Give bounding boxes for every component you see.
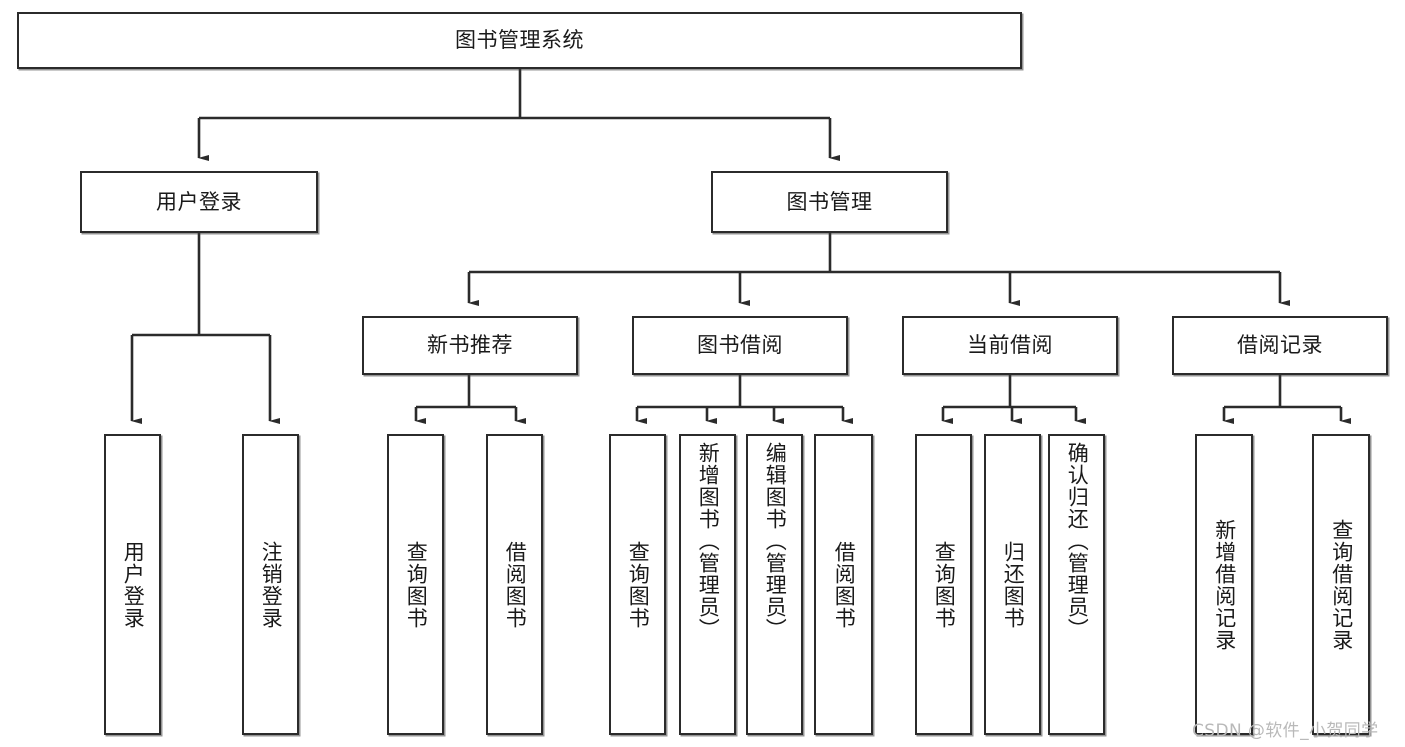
node-label: 归还图书 bbox=[1001, 540, 1026, 629]
node-user-login[interactable]: 用户登录 bbox=[80, 171, 318, 233]
node-label: 新增借阅记录 bbox=[1212, 518, 1237, 651]
node-leaf-confirm-return-admin[interactable]: 确认归还（管理员） bbox=[1048, 434, 1105, 735]
node-leaf-add-book-admin[interactable]: 新增图书（管理员） bbox=[679, 434, 736, 735]
node-current-borrow[interactable]: 当前借阅 bbox=[902, 316, 1118, 375]
node-label: 查询借阅记录 bbox=[1329, 518, 1354, 651]
node-borrow-record[interactable]: 借阅记录 bbox=[1172, 316, 1388, 375]
node-root-system[interactable]: 图书管理系统 bbox=[17, 12, 1022, 69]
edge-current-borrow-to-leaves bbox=[941, 375, 1086, 424]
node-label: 注销登录 bbox=[259, 540, 284, 629]
node-label: 确认归还（管理员） bbox=[1065, 442, 1090, 640]
node-leaf-query-book-borrow[interactable]: 查询图书 bbox=[609, 434, 666, 735]
node-label: 查询图书 bbox=[626, 540, 651, 629]
node-label: 借阅图书 bbox=[832, 540, 857, 629]
node-leaf-user-login[interactable]: 用户登录 bbox=[104, 434, 161, 735]
node-book-management[interactable]: 图书管理 bbox=[711, 171, 948, 233]
node-leaf-borrow-book-recommend[interactable]: 借阅图书 bbox=[486, 434, 543, 735]
edge-user-login-to-leaves bbox=[130, 233, 280, 424]
node-leaf-query-book-current[interactable]: 查询图书 bbox=[915, 434, 972, 735]
node-label: 当前借阅 bbox=[967, 333, 1053, 358]
node-label: 借阅图书 bbox=[503, 540, 528, 629]
node-label: 用户登录 bbox=[121, 540, 146, 629]
edge-root-to-level2 bbox=[197, 69, 840, 161]
node-label: 新增图书（管理员） bbox=[696, 442, 721, 640]
node-leaf-add-borrow-record[interactable]: 新增借阅记录 bbox=[1195, 434, 1253, 735]
node-leaf-edit-book-admin[interactable]: 编辑图书（管理员） bbox=[746, 434, 803, 735]
node-leaf-user-logout[interactable]: 注销登录 bbox=[242, 434, 299, 735]
node-label: 查询图书 bbox=[404, 540, 429, 629]
node-label: 新书推荐 bbox=[427, 333, 513, 358]
edge-book-borrow-to-leaves bbox=[635, 375, 853, 424]
edge-borrow-record-to-leaves bbox=[1222, 375, 1351, 424]
node-label: 图书管理系统 bbox=[455, 28, 584, 53]
node-label: 用户登录 bbox=[156, 189, 242, 214]
node-leaf-query-book-recommend[interactable]: 查询图书 bbox=[387, 434, 444, 735]
node-new-book-recommend[interactable]: 新书推荐 bbox=[362, 316, 578, 375]
node-leaf-query-borrow-record[interactable]: 查询借阅记录 bbox=[1312, 434, 1370, 735]
edge-new-book-recommend-to-leaves bbox=[414, 375, 526, 424]
node-leaf-return-book[interactable]: 归还图书 bbox=[984, 434, 1041, 735]
node-label: 编辑图书（管理员） bbox=[763, 442, 788, 640]
node-leaf-borrow-book[interactable]: 借阅图书 bbox=[814, 434, 873, 735]
node-label: 图书管理 bbox=[786, 189, 873, 214]
node-label: 查询图书 bbox=[932, 540, 957, 629]
watermark-text: CSDN @软件_小贺同学 bbox=[1192, 721, 1379, 741]
edge-book-management-to-level3 bbox=[467, 233, 1290, 306]
node-label: 图书借阅 bbox=[697, 333, 783, 358]
node-book-borrow[interactable]: 图书借阅 bbox=[632, 316, 848, 375]
node-label: 借阅记录 bbox=[1237, 333, 1323, 358]
